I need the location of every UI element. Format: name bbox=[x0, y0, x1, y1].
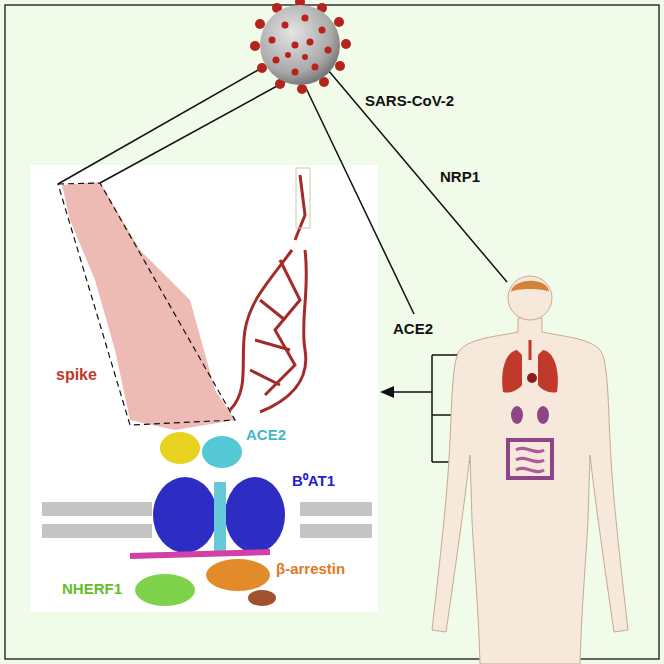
human-figure bbox=[432, 276, 628, 664]
arrow-head bbox=[380, 386, 394, 398]
receptor-label: ACE2 bbox=[393, 320, 433, 337]
receptor-label: NRP1 bbox=[440, 168, 480, 185]
zoom-line bbox=[100, 80, 288, 183]
protein-label: NHERF1 bbox=[62, 580, 122, 597]
virus-illustration bbox=[250, 0, 351, 94]
link-line bbox=[305, 86, 414, 314]
zoom-line bbox=[58, 62, 272, 184]
inset-panel bbox=[30, 165, 378, 612]
protein-label: ACE2 bbox=[246, 426, 286, 443]
protein-label: β-arrestin bbox=[276, 560, 345, 577]
protein-structure bbox=[42, 168, 372, 606]
protein-label: spike bbox=[56, 366, 97, 384]
protein-label: B⁰AT1 bbox=[292, 472, 335, 489]
link-line bbox=[328, 70, 507, 282]
virus-label: SARS-CoV-2 bbox=[365, 92, 454, 109]
